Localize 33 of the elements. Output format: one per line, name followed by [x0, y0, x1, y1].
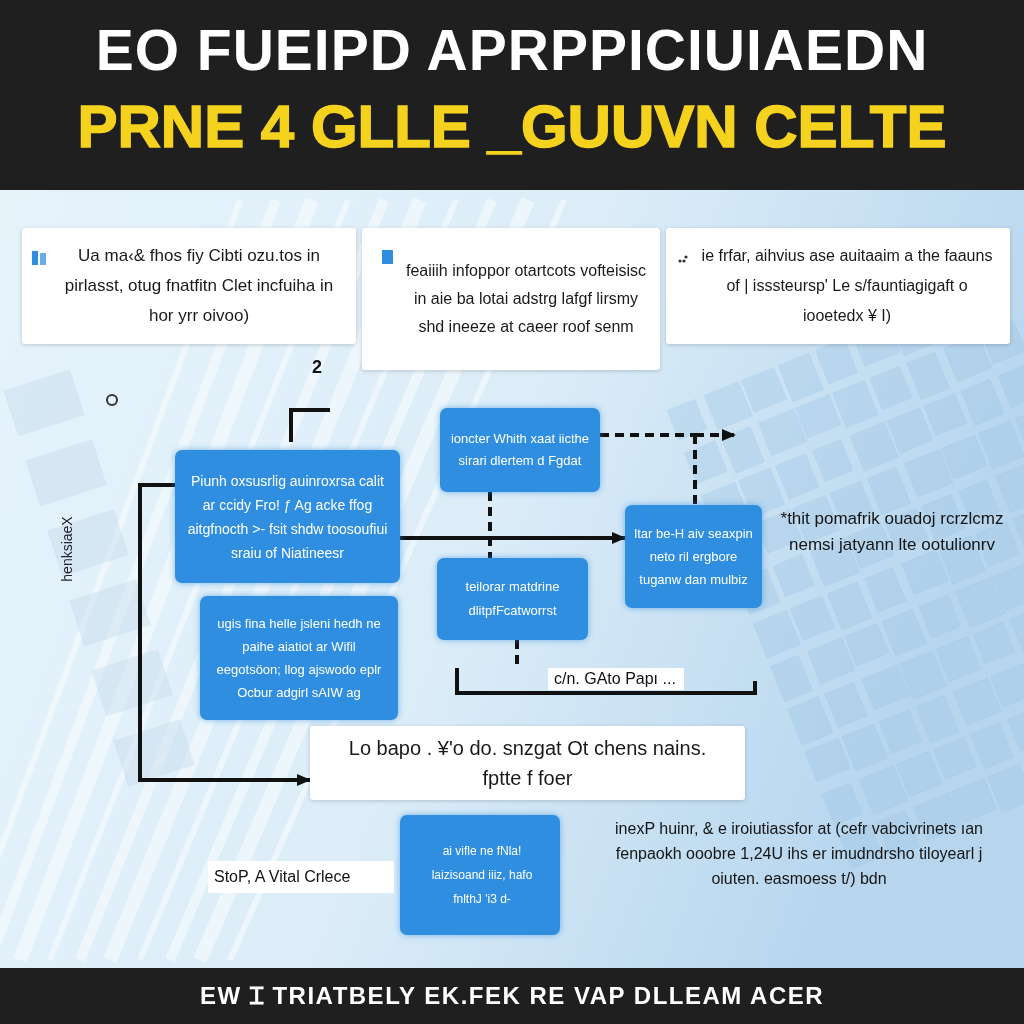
note-card — [362, 228, 660, 370]
process-box — [437, 558, 588, 640]
node-text: teilorar matdrine dlitpfFcatworrst — [464, 578, 561, 620]
arrow — [400, 532, 626, 544]
callout-number: 2 — [312, 356, 323, 378]
note-card — [666, 228, 1010, 344]
node-text: Lo bapo . ¥'o do. snzgat Ot chens nains. fptte f foer — [347, 736, 708, 791]
note-card — [22, 228, 356, 344]
caption: EW Ɪ TRIATBELY EK.FEK RE VAP DLLEAM ACER — [199, 982, 825, 1010]
process-box — [175, 450, 400, 583]
node-text: ugis fina helle jsleni hedh ne paihe aiatiot ar Wifil eegotsöon; llog ajswodo eplr Ocbur adgirl sAIW ag — [215, 615, 383, 702]
subtitle: PRNE 4 GLLE _GUUVN CELTE — [77, 94, 947, 160]
title: EO FUEIPD APRPPICIUIAEDN — [95, 18, 929, 82]
node-text: ioncter Whith xaat iicthe sirari dlertem d Fgdat — [450, 430, 590, 470]
annotation-text: *thit pomafrik ouadoj rcrzlcmz nemsi jatyann lte ootulionrv — [779, 508, 1005, 556]
node-text: Ua ma‹& fhos fiy Cibti ozu.tos in pirlasst, otug fnatfitn Clet incfuiha in hor yrr oivoo) — [63, 245, 335, 327]
arrow — [138, 483, 311, 786]
dashed-connector-line — [488, 492, 492, 558]
process-box — [400, 815, 560, 935]
process-box — [200, 596, 398, 720]
node-text: feaiiih infoppor otartcots vofteisisc in aie ba lotai adstrg lafgf lirsmy shd ineeze at caeer roof senm — [404, 261, 648, 337]
note-card — [310, 726, 745, 800]
node-text: Piunh oxsusrlig auinroxrsa calit ar ccidy Fro! ƒ Ag acke ffog aitgfnocth >- fsit shdw toosoufiui sraiu of Niatineesr — [186, 471, 389, 563]
rotated-note: henksiaeX — [58, 516, 75, 582]
process-box — [625, 505, 762, 608]
node-text: ltar be-H aiv seaxpin neto ril ergbore tuganw dan mulbiz — [633, 525, 754, 589]
node-text: ai vifle ne fNla! laizisoand iiiz, hafo fnlthJ 'i3 d- — [430, 843, 534, 908]
node-text: ie frfar, aihvius ase auitaaim a the faauns of | isssteursp' Le s/fauntiagigaft o iooetedx ¥ I) — [700, 246, 994, 326]
text-label: StoP, A Vital Crlece — [208, 861, 394, 893]
annotation-text: inexP huinr, & e iroiutiassfor at (cefr vabcivrinets ıan fenpaokh ooobre 1,24U ihs er imudndrsho tiloyearl j oiuten. easmoess t/) bdn — [614, 819, 984, 889]
process-box — [440, 408, 600, 492]
node-text: c/n. GAto Papı ... — [548, 668, 684, 690]
bracket — [455, 668, 757, 695]
